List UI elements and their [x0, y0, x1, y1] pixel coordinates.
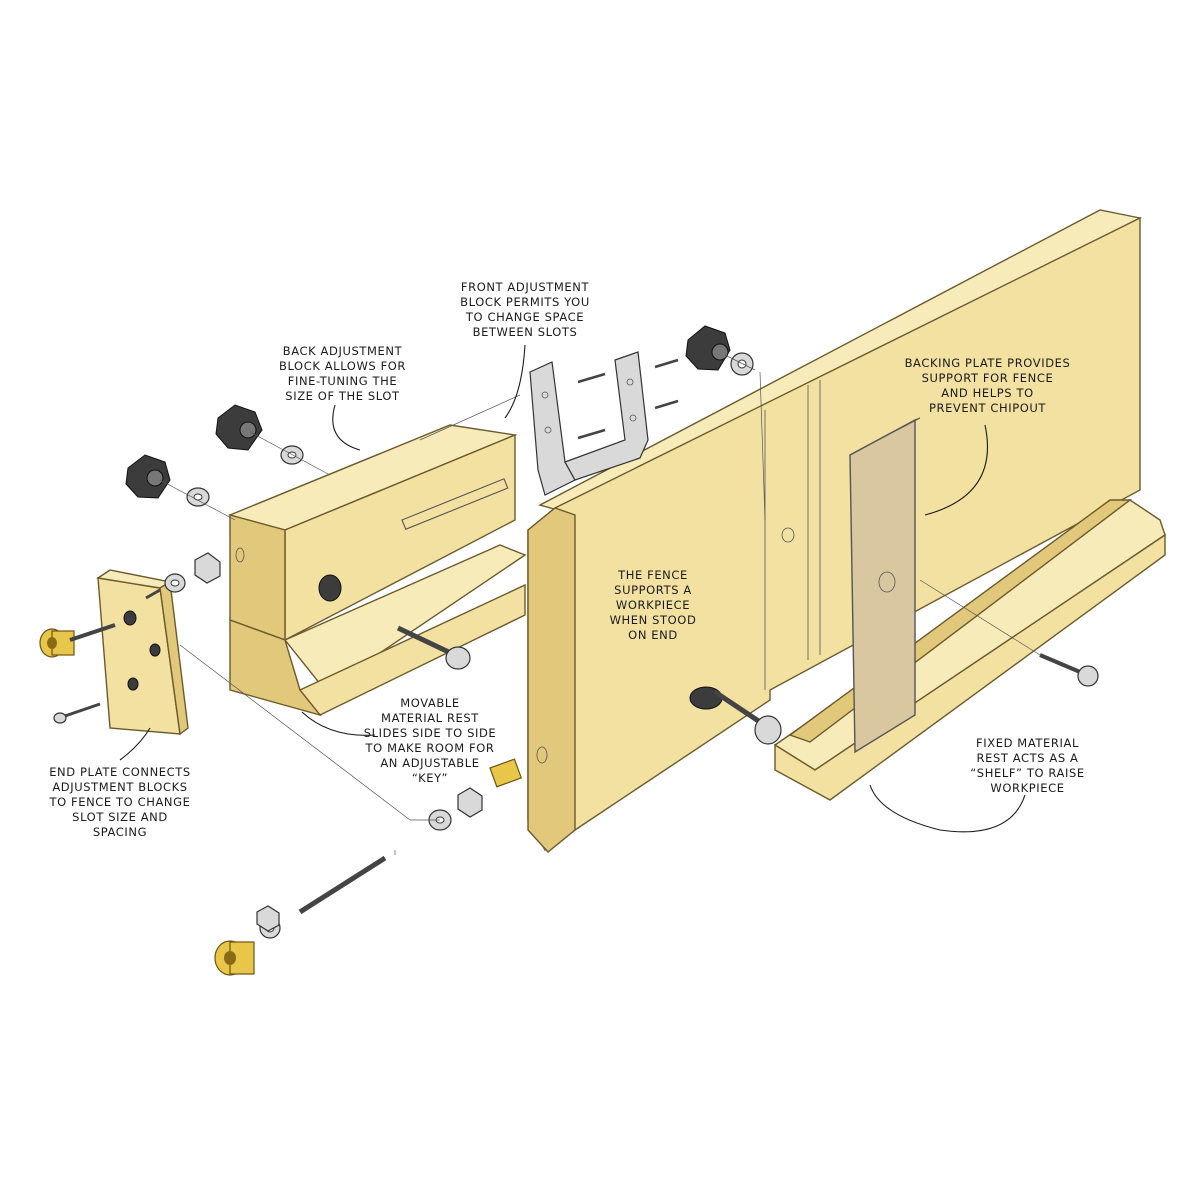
threaded-rod: [298, 855, 387, 915]
back-block-hole: [318, 574, 342, 602]
end-plate-hole-3: [127, 677, 139, 691]
back-block-end-hole: [235, 547, 245, 563]
hex-nut-3: [256, 905, 280, 932]
wood-screw-6: [654, 399, 679, 410]
hex-nut-2: [457, 787, 483, 818]
fence-bolt-hole: [689, 686, 723, 710]
star-knob-2: [215, 404, 263, 451]
wood-screw-3: [577, 372, 606, 384]
backing-plate-hole: [878, 571, 896, 593]
leader-back-block: [332, 404, 361, 451]
threaded-insert-2: [489, 758, 523, 788]
machine-screw-1: [1039, 653, 1099, 687]
bracket-right: [564, 351, 649, 481]
movable-material-rest: [229, 544, 527, 717]
backing-plate-face: [849, 418, 916, 754]
callout-back-adjustment-block: BACK ADJUSTMENT BLOCK ALLOWS FOR FINE-TU…: [278, 344, 407, 403]
wood-screw-1: [53, 702, 101, 724]
leader-lines: [119, 344, 1026, 833]
washer-3: [730, 352, 754, 376]
bracket-hole-2: [544, 426, 552, 434]
hex-nut-1: [194, 552, 221, 584]
callout-end-plate: END PLATE CONNECTS ADJUSTMENT BLOCKS TO …: [49, 765, 191, 839]
fence-end-hole: [536, 746, 548, 764]
backing-plate-edge: [849, 417, 921, 456]
bracket-hole-3: [626, 378, 634, 386]
callout-movable-material-rest: MOVABLE MATERIAL REST SLIDES SIDE TO SID…: [363, 696, 497, 785]
callout-front-adjustment-block: FRONT ADJUSTMENT BLOCK PERMITS YOU TO CH…: [460, 280, 590, 339]
washer-4: [164, 573, 186, 593]
wood-screw-4: [577, 428, 606, 440]
fence-end-edge: [527, 507, 576, 853]
leader-end-plate: [119, 727, 151, 761]
wood-screw-2: [145, 588, 161, 600]
leader-front-block: [504, 344, 526, 419]
fence: [527, 209, 1143, 853]
end-plate: [96, 569, 189, 736]
leader-backing-plate: [924, 424, 989, 516]
end-plate-hole-2: [149, 643, 161, 657]
backing-plate: [849, 417, 921, 754]
stud-bolt: [69, 623, 116, 642]
star-knob-3: [685, 325, 731, 371]
threaded-insert-1: [39, 628, 75, 658]
back-block-end: [229, 514, 286, 641]
washer-2: [280, 445, 304, 465]
movable-rest-top: [283, 544, 527, 691]
carriage-bolt-1: [396, 625, 471, 670]
wood-screw-5: [654, 358, 679, 369]
fence-pin-hole: [781, 527, 795, 543]
back-block-slot: [401, 478, 509, 530]
bracket-hole-4: [629, 414, 637, 422]
carriage-bolt-2: [713, 689, 782, 745]
back-adjustment-block: [227, 424, 518, 642]
leader-movable-rest: [301, 711, 376, 736]
threaded-insert-3: [214, 940, 255, 976]
end-plate-hole-1: [123, 610, 137, 626]
bracket-hole-1: [541, 391, 549, 399]
leader-fixed-rest: [869, 784, 1026, 833]
bracket-left: [529, 361, 576, 496]
assembly-lines: [159, 354, 1041, 855]
metal-brackets: [529, 351, 649, 496]
star-knob-1: [125, 454, 171, 499]
callout-fence: THE FENCE SUPPORTS A WORKPIECE WHEN STOO…: [609, 568, 697, 642]
hardware: [39, 325, 1099, 976]
movable-rest-end: [229, 619, 322, 717]
callout-fixed-material-rest: FIXED MATERIAL REST ACTS AS A “SHELF” TO…: [970, 736, 1085, 795]
washer-1: [186, 487, 210, 507]
callout-backing-plate: BACKING PLATE PROVIDES SUPPORT FOR FENCE…: [904, 356, 1071, 415]
